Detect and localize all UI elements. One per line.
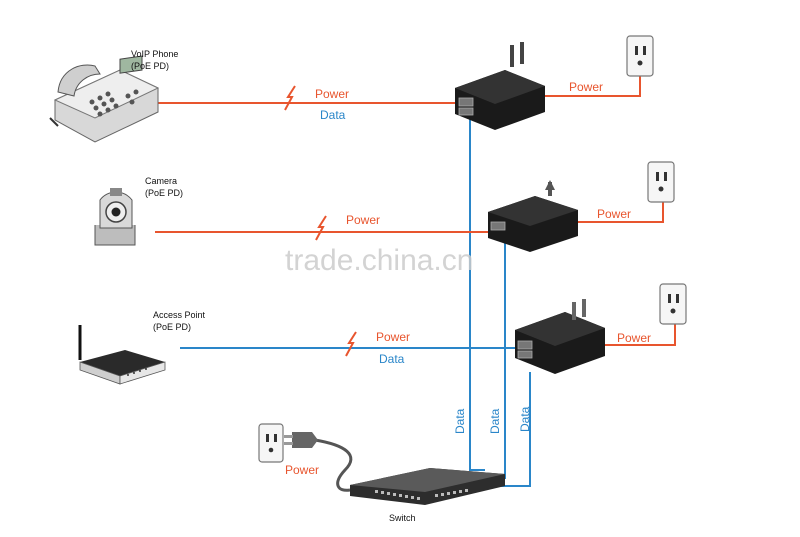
camera-name-label: Camera (145, 176, 177, 186)
watermark-text: trade.china.cn (285, 244, 473, 277)
power-line-wall-1 (545, 75, 641, 97)
data-line-voip (469, 118, 485, 471)
data-label-vertical-1: Data (453, 408, 467, 434)
data-lines (180, 118, 531, 487)
power-label-switch: Power (285, 463, 319, 477)
voip-phone-icon (49, 55, 160, 143)
power-line-wall-3 (605, 320, 676, 346)
poe-injector-2-icon (488, 180, 578, 252)
camera-type-label: (PoE PD) (145, 188, 183, 198)
power-line-wall-2 (578, 200, 664, 223)
data-label-ap: Data (379, 352, 405, 366)
wall-outlet-icon (647, 161, 675, 203)
data-label-voip: Data (320, 108, 346, 122)
voip-type-label: (PoE PD) (131, 61, 169, 71)
switch-name-label: Switch (389, 513, 416, 523)
power-label-wall-1: Power (569, 80, 603, 94)
power-label-voip: Power (315, 87, 349, 101)
bolt-icon (315, 215, 327, 241)
ap-name-label: Access Point (153, 310, 206, 320)
power-label-ap: Power (376, 330, 410, 344)
data-label-vertical-3: Data (518, 406, 532, 432)
power-label-wall-3: Power (617, 331, 651, 345)
wall-outlet-icon (659, 283, 687, 325)
access-point-icon (78, 325, 166, 385)
ap-type-label: (PoE PD) (153, 322, 191, 332)
bolt-icon (284, 85, 296, 111)
power-lines (155, 75, 676, 346)
data-line-camera (480, 231, 506, 479)
power-label-wall-2: Power (597, 207, 631, 221)
power-label-camera: Power (346, 213, 380, 227)
switch-power-cord (284, 432, 353, 492)
camera-icon (94, 188, 136, 246)
voip-name-label: VoIP Phone (131, 49, 178, 59)
poe-injector-1-icon (455, 42, 545, 130)
poe-injector-3-icon (515, 299, 605, 374)
switch-icon (350, 468, 505, 505)
bolt-icon (345, 331, 357, 357)
wall-outlet-icon (258, 423, 284, 463)
wall-outlet-icon (626, 35, 654, 77)
data-label-vertical-2: Data (488, 408, 502, 434)
